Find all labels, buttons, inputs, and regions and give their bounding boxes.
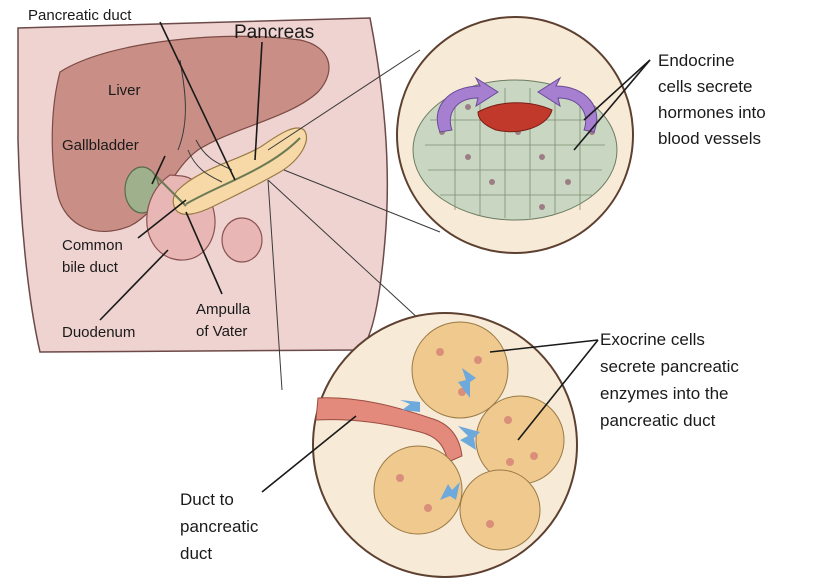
label-ampulla-line1: Ampulla [196, 301, 251, 318]
label-endocrine-line1: Endocrine [658, 51, 735, 70]
jejunum-loop [222, 218, 262, 262]
exocrine-magnified-view [313, 313, 577, 577]
label-endocrine-line2: cells secrete [658, 77, 752, 96]
endocrine-magnified-view [397, 17, 633, 253]
label-exocrine-line3: enzymes into the [600, 384, 729, 403]
label-duct-line3: duct [180, 544, 212, 563]
label-pancreatic-duct: Pancreatic duct [28, 7, 132, 24]
label-exocrine-line4: pancreatic duct [600, 411, 716, 430]
label-pancreas: Pancreas [234, 22, 314, 43]
label-ampulla-line2: of Vater [196, 323, 247, 340]
label-exocrine-line2: secrete pancreatic [600, 357, 739, 376]
label-liver: Liver [108, 82, 141, 99]
label-duct-line1: Duct to [180, 490, 234, 509]
label-duct-line2: pancreatic [180, 517, 259, 536]
label-endocrine-line3: hormones into [658, 103, 766, 122]
label-gallbladder: Gallbladder [62, 137, 139, 154]
label-common-bile-duct-line2: bile duct [62, 259, 119, 276]
label-endocrine-line4: blood vessels [658, 129, 761, 148]
label-duodenum: Duodenum [62, 324, 135, 341]
label-common-bile-duct-line1: Common [62, 237, 123, 254]
label-exocrine-line1: Exocrine cells [600, 330, 705, 349]
